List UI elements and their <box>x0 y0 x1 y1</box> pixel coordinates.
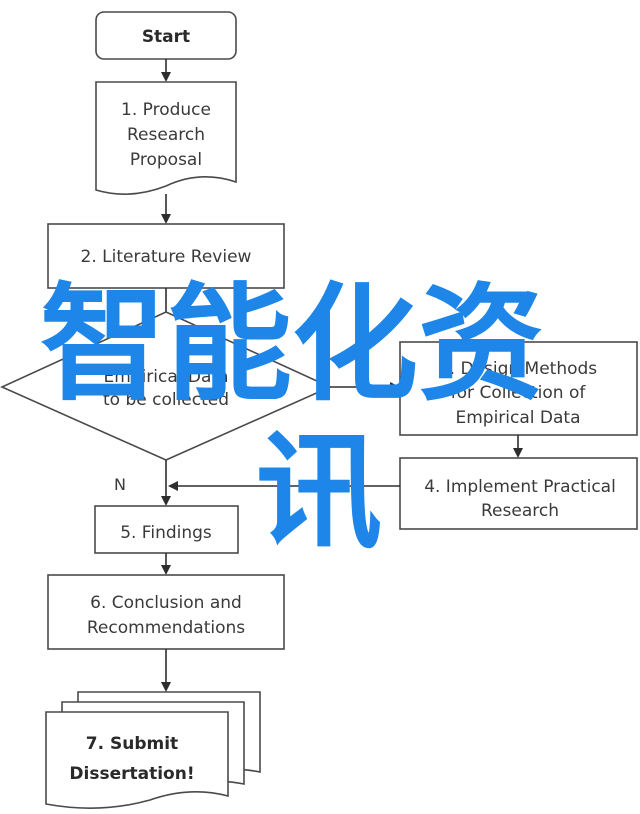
step-7-line-2: Dissertation! <box>69 764 194 784</box>
step-3-line-3: Empirical Data <box>455 408 580 428</box>
step-6-line-1: 6. Conclusion and <box>90 593 242 613</box>
start-node: Start <box>95 11 237 60</box>
decision-line-2: to be collected <box>103 390 229 410</box>
step-3-line-1: 3. Design Methods <box>439 359 597 379</box>
step-1-line-1: 1. Produce <box>121 100 211 120</box>
step-4-line-2: Research <box>481 501 559 521</box>
step-3-node: 3. Design Methods for Collection of Empi… <box>399 341 638 436</box>
watermark-text-line-1: 智能化资 <box>40 271 544 418</box>
step-5-node: 5. Findings <box>94 505 239 554</box>
step-7-line-1: 7. Submit <box>86 734 178 754</box>
step-7-node: 7. Submit Dissertation! <box>45 691 261 809</box>
step-2-node: 2. Literature Review <box>47 223 285 289</box>
step-4-node: 4. Implement Practical Research <box>399 457 638 530</box>
step-2-label: 2. Literature Review <box>81 247 252 267</box>
edge-label-no: N <box>114 475 126 494</box>
step-3-line-2: for Collection of <box>451 383 587 403</box>
step-6-line-2: Recommendations <box>87 618 245 638</box>
step-5-label: 5. Findings <box>120 523 212 543</box>
step-4-line-1: 4. Implement Practical <box>424 477 616 497</box>
step-1-line-3: Proposal <box>130 150 202 170</box>
step-6-node: 6. Conclusion and Recommendations <box>47 574 285 650</box>
decision-line-1: Empirical Data <box>103 367 228 387</box>
step-1-line-2: Research <box>127 125 205 145</box>
start-label: Start <box>142 27 190 47</box>
step-1-node: 1. Produce Research Proposal <box>95 81 237 195</box>
watermark-text-line-2: 讯 <box>256 419 382 566</box>
